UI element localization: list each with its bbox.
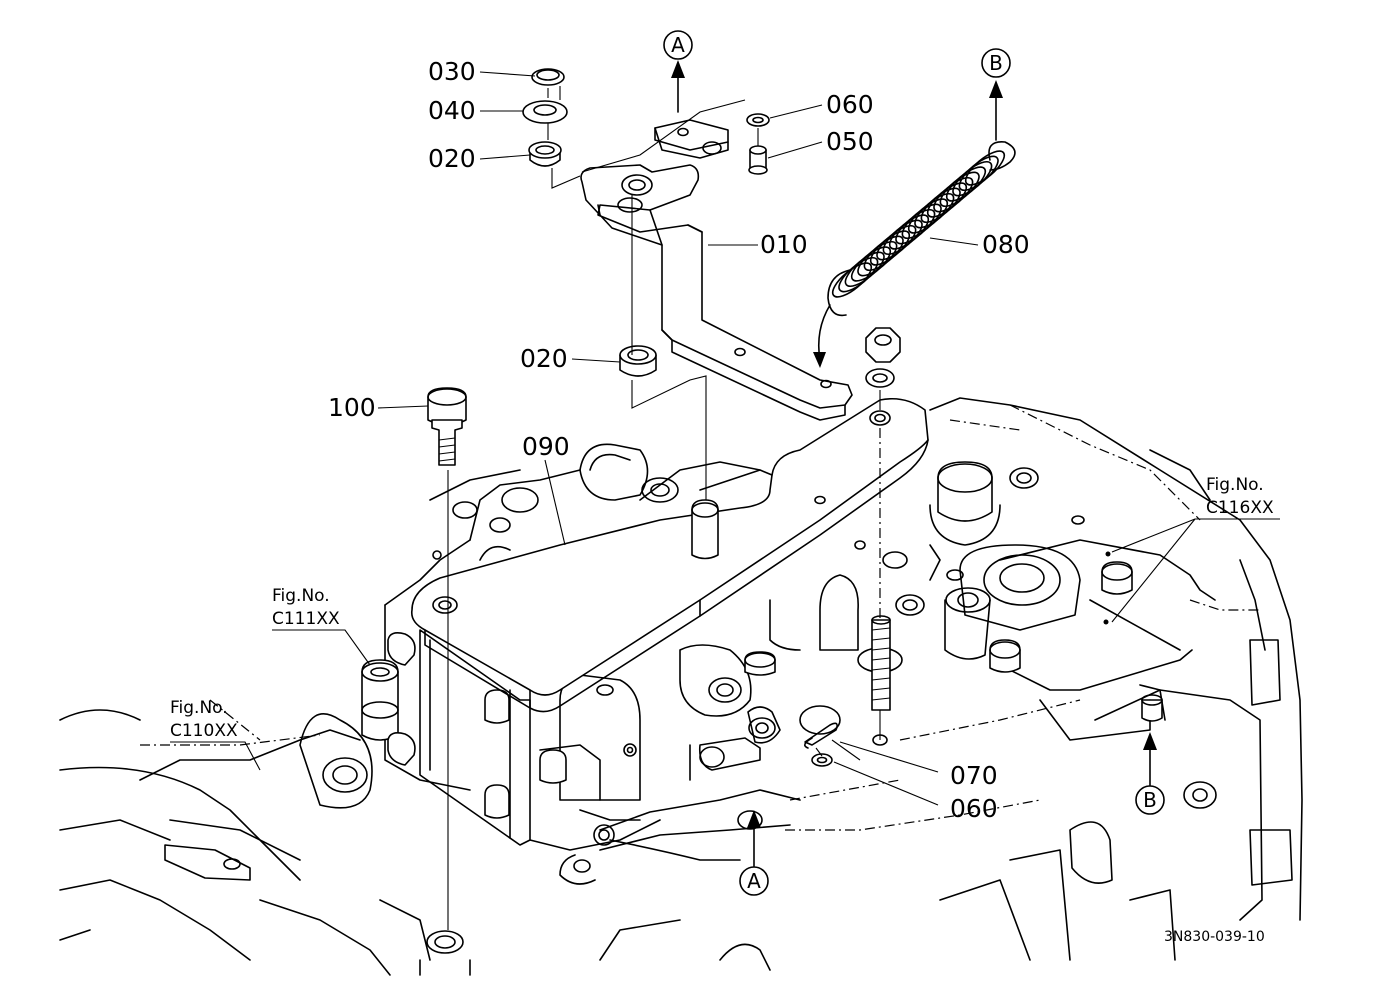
ref-b-top-letter: B (989, 51, 1003, 75)
spring-coil (952, 161, 993, 197)
spring-coil (838, 257, 879, 293)
label-060-bottom: 060 (950, 794, 998, 823)
spring-coil (926, 182, 968, 218)
washer (865, 368, 895, 388)
washer-060-top (746, 113, 770, 127)
spring-coil (901, 203, 942, 239)
spring-coil (914, 193, 955, 229)
label-050: 050 (826, 127, 874, 156)
fig-ref-c110: Fig.No. C110XX (170, 698, 238, 741)
spring-coil (850, 246, 892, 282)
leader-lines (170, 71, 1280, 806)
washer-040 (522, 100, 568, 124)
bushing-020-mid (619, 345, 657, 377)
part-labels: 030 040 020 060 050 010 080 020 100 090 … (328, 57, 1030, 823)
label-080: 080 (982, 230, 1030, 259)
ref-a-top-letter: A (671, 33, 685, 57)
cotter-pin-070 (804, 722, 838, 749)
bracket-010 (580, 119, 853, 421)
fig-ref-c110-label: Fig.No. (170, 698, 228, 718)
hex-nut (865, 327, 901, 363)
fig-ref-c116-code: C116XX (1206, 498, 1274, 518)
spring-coil (939, 171, 980, 207)
label-010: 010 (760, 230, 808, 259)
bushing-020-top (528, 141, 562, 167)
spring-coil (945, 166, 987, 202)
fig-ref-c116-label: Fig.No. (1206, 475, 1264, 495)
fig-ref-c111-label: Fig.No. (272, 586, 330, 606)
plate-090 (410, 397, 929, 713)
ref-b-bottom-letter: B (1143, 788, 1157, 812)
fig-ref-c111-code: C111XX (272, 609, 340, 629)
fig-ref-c110-code: C110XX (170, 721, 238, 741)
spring-coil (907, 198, 949, 234)
spring-hook-upper (988, 141, 1016, 171)
stud-bolt (871, 615, 891, 711)
spring-coil (888, 214, 930, 250)
ref-b-bottom: B (1135, 732, 1165, 815)
spring-coil (933, 177, 974, 213)
pin-050 (748, 145, 768, 175)
label-090: 090 (522, 432, 570, 461)
dowel-pin (691, 499, 719, 560)
label-040: 040 (428, 96, 476, 125)
label-070: 070 (950, 761, 998, 790)
ref-b-top: B (981, 48, 1011, 141)
ref-a-top: A (663, 30, 693, 113)
spring-coil (857, 241, 898, 277)
label-020-top: 020 (428, 144, 476, 173)
drawing-code: 3N830-039-10 (1164, 929, 1265, 945)
spring-coil (958, 155, 999, 191)
spring-080 (827, 141, 1016, 317)
spring-coil (876, 225, 917, 261)
spring-hook-lower (827, 269, 851, 317)
spring-coil (882, 219, 923, 255)
spring-coil (964, 150, 1006, 186)
ref-a-bottom-letter: A (747, 869, 761, 893)
housing-body (59, 397, 1303, 976)
spring-coil (844, 251, 885, 287)
spring-coil (869, 230, 911, 266)
label-020-mid: 020 (520, 344, 568, 373)
assembly-lines (447, 86, 881, 930)
spring-coil (895, 209, 936, 245)
spring-coil (920, 187, 961, 223)
label-030: 030 (428, 57, 476, 86)
spring-coil (863, 235, 904, 271)
label-060-top: 060 (826, 90, 874, 119)
fig-ref-c111: Fig.No. C111XX (272, 586, 340, 629)
washer-060-bottom (811, 753, 833, 767)
fig-ref-c116: Fig.No. C116XX (1206, 475, 1274, 518)
ref-a-bottom: A (739, 810, 769, 896)
label-100: 100 (328, 393, 376, 422)
bolt-100 (427, 387, 467, 466)
spring-coil (831, 262, 873, 298)
snap-ring-030 (531, 68, 565, 86)
